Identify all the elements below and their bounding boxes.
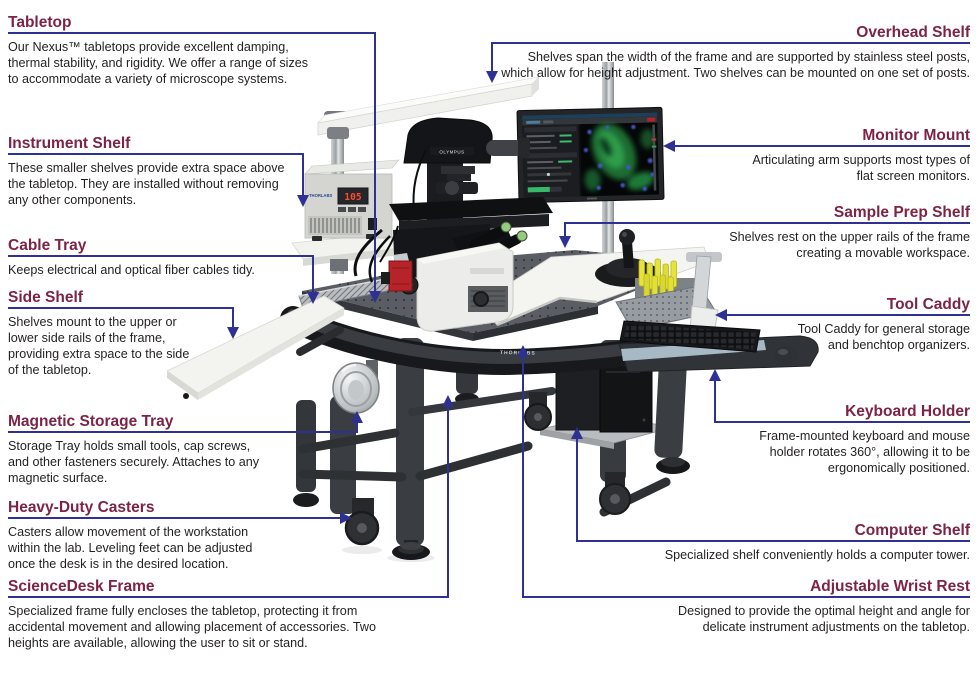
callout-title: Side Shelf (8, 289, 83, 306)
callout-line-tabletop (8, 32, 376, 291)
arrow-tabletop (369, 291, 381, 303)
callout-magnetic-storage-tray: Magnetic Storage Tray Storage Tray holds… (8, 412, 270, 486)
arrow-tool-caddy (715, 309, 727, 321)
callout-title: Monitor Mount (862, 127, 970, 144)
arrow-cable-tray (307, 292, 319, 304)
callout-title: Tool Caddy (886, 296, 970, 313)
callout-line-sciencedesk-frame (8, 407, 449, 598)
callout-title: Tabletop (8, 14, 72, 31)
arrow-side-shelf (227, 327, 239, 339)
microscope-brand-label: OLYMPUS (439, 150, 464, 155)
arrow-adjustable-wrist-rest (517, 345, 529, 357)
callout-adjustable-wrist-rest: Adjustable Wrist Rest Designed to provid… (652, 577, 970, 635)
callout-title: Adjustable Wrist Rest (810, 578, 970, 595)
callout-overhead-shelf: Overhead Shelf Shelves span the width of… (492, 23, 970, 81)
arrowheads (227, 71, 727, 524)
callout-cable-tray: Cable Tray Keeps electrical and optical … (8, 236, 308, 278)
arrow-sample-prep-shelf (559, 236, 571, 248)
arrow-keyboard-holder (709, 369, 721, 381)
arrow-instrument-shelf (297, 195, 309, 207)
monitor (516, 106, 665, 204)
tool-caddy-part (615, 252, 722, 335)
microscope: OLYMPUS (353, 117, 553, 332)
arrow-magnetic-storage-tray (351, 411, 363, 423)
callout-line-cable-tray (8, 255, 314, 292)
callout-tool-caddy: Tool Caddy Tool Caddy for general storag… (782, 295, 970, 353)
instrument-display-value: 105 (344, 192, 361, 203)
callout-title: Cable Tray (8, 237, 87, 254)
arrow-computer-shelf (571, 427, 583, 439)
callout-side-shelf: Side Shelf Shelves mount to the upper or… (8, 288, 192, 378)
callout-title: Heavy-Duty Casters (8, 499, 155, 516)
callout-description: Specialized frame fully encloses the tab… (8, 604, 376, 650)
arrow-overhead-shelf (486, 71, 498, 83)
keyboard (619, 320, 761, 353)
callout-description: Articulating arm supports most types of … (752, 153, 970, 183)
callout-line-instrument-shelf (8, 153, 304, 195)
callout-description: Designed to provide the optimal height a… (678, 604, 970, 634)
callout-description: Tool Caddy for general storage and bench… (797, 322, 970, 352)
red-accessory-cube (381, 253, 413, 292)
arrow-heavy-duty-casters (340, 512, 352, 524)
callout-description: Frame-mounted keyboard and mouse holder … (759, 429, 970, 475)
fluorescence-image (580, 122, 659, 197)
keyboard-holder-part (618, 320, 819, 474)
mouse (774, 346, 798, 364)
callout-title: Computer Shelf (854, 522, 970, 539)
software-control-panel (522, 124, 580, 198)
arrow-sciencedesk-frame (442, 395, 454, 407)
casters (524, 392, 631, 515)
cables (353, 149, 427, 283)
callout-sciencedesk-frame: ScienceDesk Frame Specialized frame full… (8, 577, 406, 651)
arrow-monitor-mount (663, 140, 675, 152)
callout-line-keyboard-holder (714, 381, 970, 423)
callout-description: These smaller shelves provide extra spac… (8, 161, 285, 207)
instrument-brand-label: THORLABS (309, 193, 332, 198)
callout-title: ScienceDesk Frame (8, 578, 155, 595)
side-shelf-part (166, 295, 345, 400)
callout-line-magnetic-storage-tray (8, 423, 358, 433)
callout-title: Sample Prep Shelf (833, 204, 970, 221)
callout-description: Casters allow movement of the workstatio… (8, 525, 253, 571)
callout-line-adjustable-wrist-rest (522, 357, 970, 598)
callout-description: Shelves span the width of the frame and … (501, 50, 970, 80)
callout-line-sample-prep-shelf (564, 222, 970, 236)
front-casters-feet (342, 498, 435, 562)
callout-computer-shelf: Computer Shelf Specialized shelf conveni… (640, 521, 970, 563)
callout-keyboard-holder: Keyboard Holder Frame-mounted keyboard a… (740, 402, 970, 476)
callout-line-overhead-shelf (491, 42, 970, 71)
callout-title: Overhead Shelf (856, 24, 970, 41)
callout-description: Shelves rest on the upper rails of the f… (729, 230, 970, 260)
overhead-shelf (317, 76, 540, 139)
instrument-vent-grille (310, 218, 360, 233)
callout-title: Magnetic Storage Tray (8, 413, 174, 430)
callout-title: Instrument Shelf (8, 135, 131, 152)
callout-monitor-mount: Monitor Mount Articulating arm supports … (742, 126, 970, 184)
desk-brand-label: THORLABS (500, 350, 536, 357)
callout-line-computer-shelf (576, 439, 970, 542)
instrument: THORLABS 105 (304, 159, 400, 241)
callout-description: Shelves mount to the upper or lower side… (8, 315, 190, 377)
callout-sample-prep-shelf: Sample Prep Shelf Shelves rest on the up… (702, 203, 970, 261)
callout-heavy-duty-casters: Heavy-Duty Casters Casters allow movemen… (8, 498, 280, 572)
test-tubes (638, 258, 677, 301)
callout-description: Our Nexus™ tabletops provide excellent d… (8, 40, 309, 86)
callout-title: Keyboard Holder (845, 403, 970, 420)
callout-description: Storage Tray holds small tools, cap scre… (8, 439, 260, 485)
callout-line-side-shelf (8, 307, 234, 327)
callout-instrument-shelf: Instrument Shelf These smaller shelves p… (8, 134, 300, 208)
magnetic-storage-tray-part (332, 360, 380, 414)
callout-description: Specialized shelf conveniently holds a c… (664, 548, 970, 562)
callout-description: Keeps electrical and optical fiber cable… (8, 263, 255, 277)
callout-tabletop: Tabletop Our Nexus™ tabletops provide ex… (8, 13, 318, 87)
